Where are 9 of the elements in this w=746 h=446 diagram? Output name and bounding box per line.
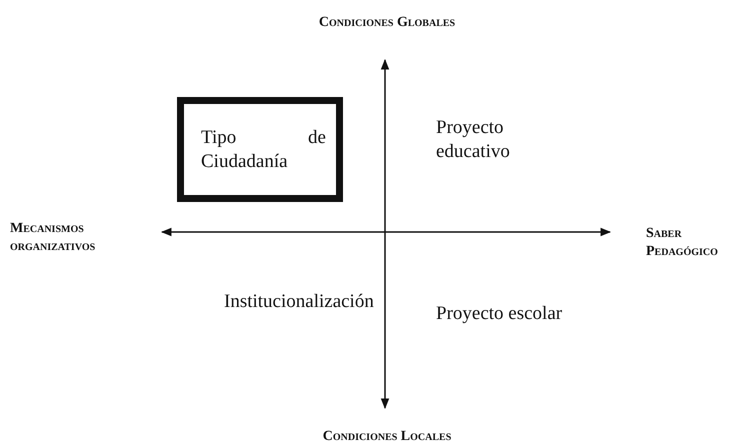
axis-label: Saber Pedagógico — [646, 225, 719, 261]
axis-label: Condiciones Locales — [322, 428, 452, 446]
box-text: Tipo de Ciudadanía — [201, 126, 326, 174]
quadrant-label: Institucionalización — [224, 290, 375, 314]
quadrant-label: Proyecto escolar — [436, 302, 564, 326]
quadrant-label: Proyecto educativo — [436, 116, 511, 164]
axis-label: Mecanismos organizativos — [10, 220, 96, 256]
framed-box — [177, 97, 343, 202]
axis-label: Condiciones Globales — [318, 14, 456, 32]
